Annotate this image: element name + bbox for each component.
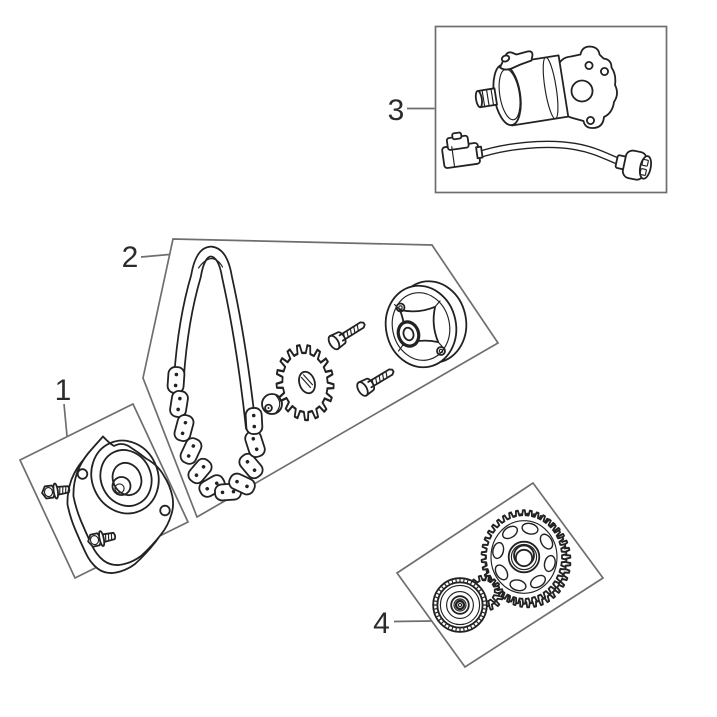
callout-1-label: 1 <box>55 374 72 407</box>
bolt-threads <box>104 532 113 543</box>
callout-2-group: 2 <box>122 238 500 519</box>
motor-shaft-end <box>474 90 483 109</box>
bracket-bolt-head <box>500 54 511 63</box>
oil-pump-sprocket <box>275 344 335 422</box>
gear-hole <box>521 522 539 535</box>
gear-hole <box>543 554 556 573</box>
pump-hub <box>396 320 421 348</box>
bolt-shaft <box>338 321 366 342</box>
chain-link <box>169 390 189 418</box>
pump-bolt-b <box>356 368 395 397</box>
bolt-threads <box>371 370 388 387</box>
gear-hole <box>492 541 505 560</box>
bolt-shaft <box>367 368 395 389</box>
chain-links <box>166 366 266 502</box>
callout-1-group: 1 <box>18 374 190 580</box>
sprocket-center-hole <box>298 370 316 395</box>
starter-motor <box>474 45 618 129</box>
gear-hole <box>539 533 554 550</box>
part-box-1 <box>18 402 190 580</box>
callout-3-group: 3 <box>388 25 668 194</box>
oil-pump-cover <box>66 435 174 574</box>
flange-hole-top <box>584 61 594 71</box>
callout-3-label: 3 <box>388 94 405 127</box>
cover-boss-mid <box>99 449 153 507</box>
cover-hole-right <box>159 504 171 517</box>
cover-boss-inner <box>111 461 143 497</box>
starter-cable <box>441 131 652 181</box>
chain-apex-line <box>197 257 224 269</box>
motor-body-group <box>474 54 570 127</box>
pump-inner-ring <box>391 292 451 361</box>
callout-1-leader <box>63 403 68 437</box>
flange-boss-depth-arc <box>589 83 594 99</box>
callout-4-group: 4 <box>373 481 605 669</box>
bolt-threads <box>342 323 359 340</box>
flange-hole-right <box>600 67 610 77</box>
cover-boss-step <box>111 476 132 496</box>
driven-gear-holes <box>492 522 556 592</box>
chain-tube-inner <box>175 247 255 430</box>
chain-link <box>166 366 186 394</box>
pump-body-front <box>384 284 458 369</box>
pump-bolt-a <box>327 321 366 351</box>
chain-link <box>244 407 264 435</box>
starter-idle-gear <box>432 574 504 633</box>
cable-connector-right <box>614 149 652 181</box>
cover-hole-left <box>76 468 89 480</box>
cover-boss-outer <box>90 439 160 515</box>
chain-link <box>187 457 213 485</box>
starter-driven-gear <box>480 509 572 609</box>
driven-gear-step-ring <box>490 520 558 594</box>
idle-disc-ribs <box>432 577 488 633</box>
callout-4-leader <box>393 620 432 623</box>
motor-body-seam <box>542 56 559 120</box>
gear-hole <box>529 574 547 589</box>
gear-hole <box>509 579 527 592</box>
part-box-4 <box>395 481 605 669</box>
callout-4-label: 4 <box>373 607 390 640</box>
part-box-3 <box>434 25 668 194</box>
part-box-2 <box>142 238 500 519</box>
motor-mount-flange <box>556 45 618 129</box>
oil-pump-chain <box>166 245 266 502</box>
bolt-threads <box>59 485 67 495</box>
chain-link <box>228 472 256 496</box>
pump-hole-bottom <box>436 346 446 356</box>
chain-link <box>238 452 264 480</box>
chain-link <box>244 430 266 458</box>
callout-2-label: 2 <box>122 241 139 274</box>
idle-gear-bore <box>454 599 466 611</box>
cover-bolt-b <box>87 530 117 548</box>
oil-pump-rotor-assembly <box>384 280 468 369</box>
bolt-flange <box>98 530 106 547</box>
cable-connector-left <box>441 131 484 169</box>
chain-link <box>179 437 203 465</box>
cover-bolt-a <box>41 482 71 500</box>
flange-hole-bottom <box>586 116 596 126</box>
chain-link <box>173 414 195 442</box>
gear-hole <box>494 564 509 581</box>
gear-hole <box>501 525 519 540</box>
pump-hole-top <box>395 302 406 313</box>
callout-2-leader <box>140 253 170 258</box>
cable-core <box>477 142 621 165</box>
driven-gear-bore <box>514 548 534 568</box>
